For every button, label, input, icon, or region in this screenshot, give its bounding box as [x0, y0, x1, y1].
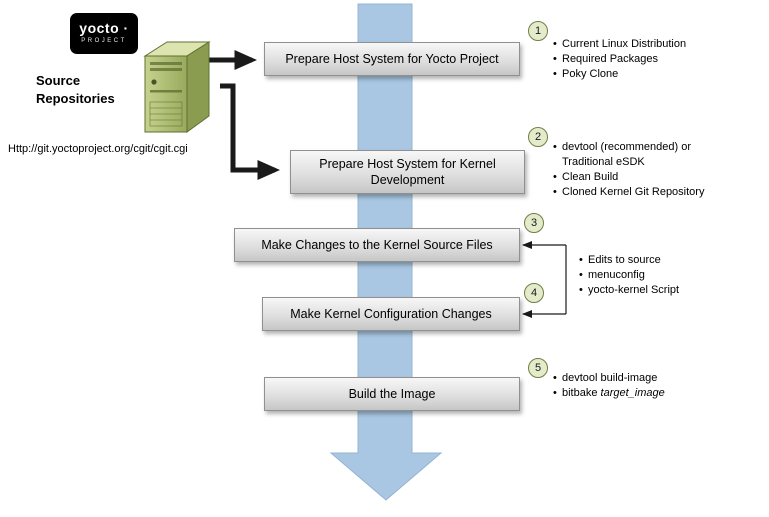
step-number-badge-3: 3 — [524, 213, 544, 233]
step-3-label: Make Changes to the Kernel Source Files — [261, 237, 493, 252]
yocto-logo-text: yocto · — [79, 20, 129, 36]
server-icon — [143, 41, 211, 133]
note-item: Cloned Kernel Git Repository — [551, 185, 723, 200]
step-number-badge-5: 5 — [528, 358, 548, 378]
note-item: yocto-kernel Script — [577, 283, 727, 298]
yocto-logo: yocto · PROJECT — [70, 13, 138, 54]
note-text: bitbake — [562, 387, 601, 399]
server-drive-slot — [150, 90, 182, 93]
note-text: Current Linux Distribution — [562, 38, 687, 50]
yocto-logo-subtext: PROJECT — [81, 38, 127, 44]
note-item: Required Packages — [551, 52, 726, 67]
step-1-notes: Current Linux Distribution Required Pack… — [551, 37, 726, 82]
note-item: Clean Build — [551, 170, 723, 185]
step-number-badge-1: 1 — [528, 21, 548, 41]
note-text: Clean Build — [562, 171, 619, 183]
note-item: bitbake target_image — [551, 386, 726, 401]
step-1-label: Prepare Host System for Yocto Project — [285, 51, 499, 66]
server-side-face — [186, 41, 210, 133]
note-text: Cloned Kernel Git Repository — [562, 186, 705, 198]
server-front-face — [144, 55, 188, 133]
server-power-button — [151, 79, 157, 85]
note-text-italic: target_image — [600, 387, 665, 399]
step-box-make-config-changes: Make Kernel Configuration Changes — [262, 297, 520, 331]
note-text: devtool (recommended) or Traditional eSD… — [562, 141, 692, 168]
note-text: Edits to source — [588, 254, 661, 266]
step-box-prepare-host-kernel: Prepare Host System for Kernel Developme… — [290, 150, 525, 194]
note-item: devtool (recommended) or Traditional eSD… — [551, 140, 723, 170]
note-text: devtool build-image — [562, 372, 658, 384]
step-box-make-source-changes: Make Changes to the Kernel Source Files — [234, 228, 520, 262]
note-item: Current Linux Distribution — [551, 37, 726, 52]
step-5-notes: devtool build-image bitbake target_image — [551, 371, 726, 401]
source-repositories-label: Source Repositories — [36, 73, 115, 106]
note-item: Poky Clone — [551, 67, 726, 82]
step-box-build-image: Build the Image — [264, 377, 520, 411]
repository-url: Http://git.yoctoproject.org/cgit/cgit.cg… — [8, 143, 188, 155]
note-item: devtool build-image — [551, 371, 726, 386]
note-text: menuconfig — [588, 269, 645, 281]
note-text: Required Packages — [562, 53, 659, 65]
repo-to-step2-arrow — [220, 83, 280, 180]
note-item: Edits to source — [577, 253, 727, 268]
step-5-label: Build the Image — [348, 386, 436, 401]
step-number-badge-4: 4 — [524, 283, 544, 303]
step-4-label: Make Kernel Configuration Changes — [290, 306, 492, 321]
note-text: yocto-kernel Script — [588, 284, 680, 296]
server-vent-1 — [150, 62, 182, 65]
note-item: menuconfig — [577, 268, 727, 283]
note-text: Poky Clone — [562, 68, 619, 80]
step-number-badge-2: 2 — [528, 127, 548, 147]
server-vent-2 — [150, 68, 182, 71]
steps-3-4-shared-notes: Edits to source menuconfig yocto-kernel … — [577, 253, 727, 298]
step-box-prepare-host-yocto: Prepare Host System for Yocto Project — [264, 42, 520, 76]
step-2-label: Prepare Host System for Kernel Developme… — [319, 156, 496, 187]
step-2-notes: devtool (recommended) or Traditional eSD… — [551, 140, 723, 200]
